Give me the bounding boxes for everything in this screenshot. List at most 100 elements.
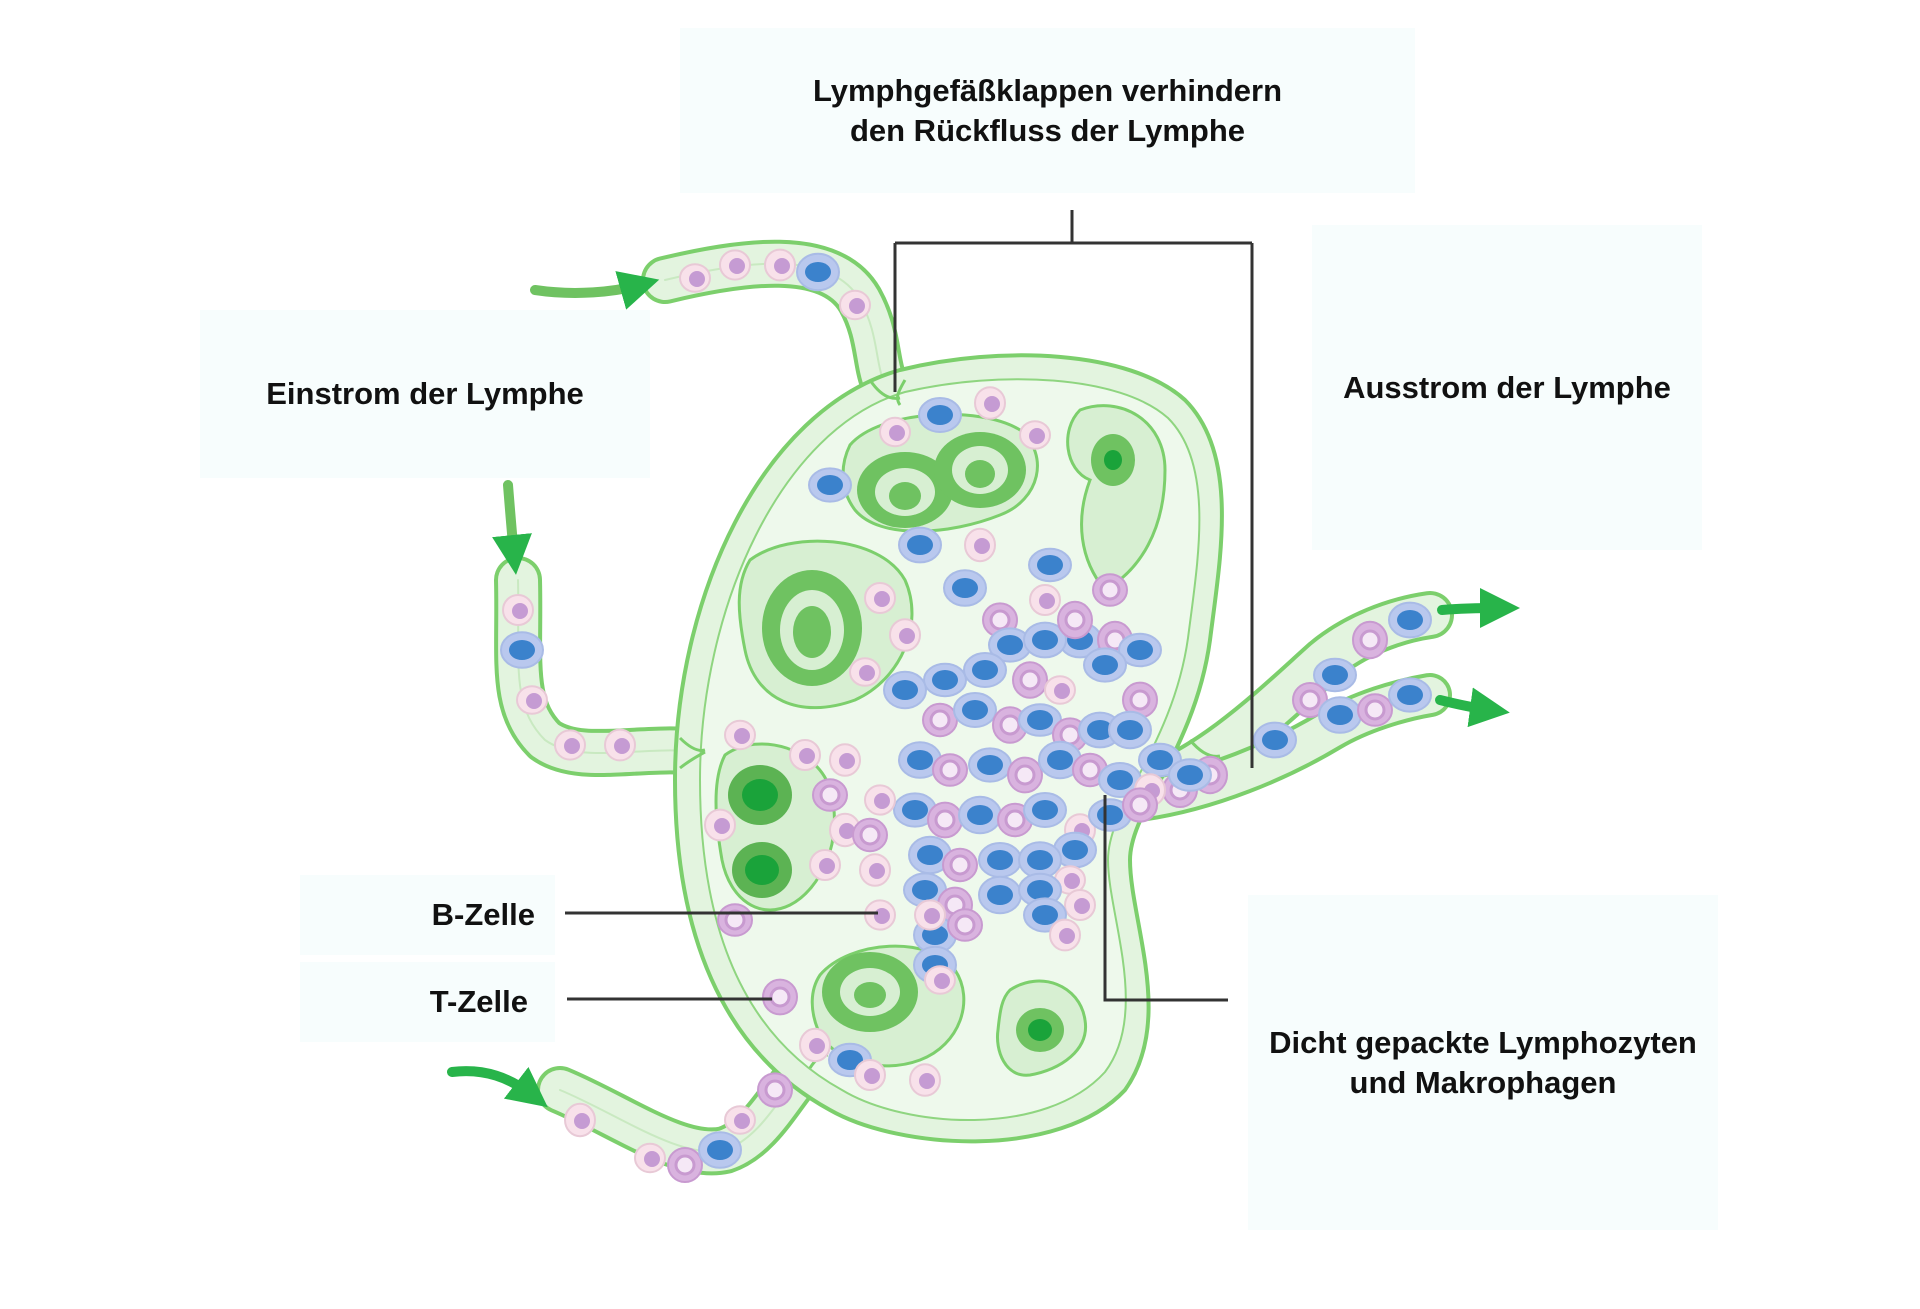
t-cell [1083, 647, 1127, 683]
b-cell [789, 739, 821, 771]
t-cell [1038, 740, 1082, 780]
t-cell [883, 670, 927, 710]
t-cell [968, 747, 1012, 783]
valves-label-panel: Lymphgefäßklappen verhindern den Rückflu… [680, 28, 1415, 193]
t-cell [1023, 792, 1067, 828]
b-cell [554, 729, 586, 761]
t-cell [943, 569, 987, 607]
flow-arrows [447, 271, 1520, 1108]
valve-left [678, 736, 706, 770]
t-cell-label: T-Zelle [429, 984, 528, 1019]
b-cell [864, 582, 896, 614]
b-cell [1044, 675, 1076, 705]
t-cell [1028, 547, 1072, 583]
macrophage [717, 903, 753, 937]
t-cell [1108, 710, 1152, 750]
valve-top [868, 379, 907, 406]
inflow-arrow-bottom [447, 1066, 548, 1108]
macrophage [932, 753, 968, 787]
b-cell [679, 263, 711, 293]
t-cell [1053, 831, 1097, 869]
t-cell [953, 692, 997, 728]
macrophage [1352, 620, 1388, 660]
t-cell [808, 467, 852, 503]
b-cell [839, 289, 871, 321]
inflow-arrow-left [492, 480, 532, 575]
t-cell [978, 875, 1022, 915]
outflow-arrow-upper [1437, 588, 1520, 629]
b-cell [724, 1105, 756, 1135]
macrophage [762, 978, 798, 1016]
b-cell-label-panel: B-Zelle [300, 875, 555, 955]
b-cell [849, 657, 881, 687]
t-cell [1023, 621, 1067, 659]
b-cell [859, 853, 891, 887]
valves-label-line2: den Rückfluss der Lymphe [849, 112, 1246, 148]
t-cell [1098, 762, 1142, 798]
macrophage [1357, 693, 1393, 727]
lymph-node-body [672, 353, 1224, 1144]
macrophage [852, 817, 888, 853]
b-cell [1019, 420, 1051, 450]
t-cell [918, 397, 962, 433]
t-cell [1018, 841, 1062, 879]
inflow-label-panel: Einstrom der Lymphe [200, 310, 650, 478]
t-cell [893, 792, 937, 828]
packed-leader [1103, 795, 1228, 1002]
outflow-arrow-lower [1435, 687, 1510, 728]
t-cell [698, 1131, 742, 1169]
macrophage [1292, 682, 1328, 718]
t-cell [898, 741, 942, 779]
b-cell [889, 618, 921, 652]
t-cell [923, 662, 967, 698]
b-cell [604, 728, 636, 762]
outflow-label-panel: Ausstrom der Lymphe [1312, 225, 1702, 550]
b-cell [864, 784, 896, 816]
valves-label-line1: Lymphgefäßklappen verhindern [812, 72, 1283, 108]
packed-label-line1: Dicht gepackte Lymphozyten [1269, 1024, 1697, 1060]
b-cell [964, 527, 996, 563]
t-cell [1253, 721, 1297, 759]
b-cell [764, 248, 796, 282]
b-cell [854, 1059, 886, 1091]
t-cell [1138, 742, 1182, 778]
macrophage [1057, 600, 1093, 640]
b-cell [909, 1063, 941, 1097]
b-cell [1064, 889, 1096, 921]
cell-cluster [500, 248, 1432, 1183]
macrophage [1122, 681, 1158, 719]
t-cell [988, 627, 1032, 663]
b-cell [564, 1102, 596, 1138]
t-cell [1318, 696, 1362, 734]
macrophage [1012, 661, 1048, 699]
macrophage [1122, 787, 1158, 823]
t-cell [500, 631, 544, 669]
macrophage [812, 778, 848, 812]
t-cell [898, 526, 942, 564]
t-cell [1168, 758, 1212, 792]
b-cell [864, 899, 896, 931]
b-cell [502, 594, 534, 626]
b-cell [974, 386, 1006, 420]
inflow-arrow-top [530, 271, 660, 310]
t-cell [978, 842, 1022, 878]
t-cell [1018, 703, 1062, 737]
macrophage [1007, 756, 1043, 794]
t-cell [796, 252, 840, 292]
b-cell [516, 685, 548, 715]
inflow-label: Einstrom der Lymphe [266, 376, 584, 411]
macrophage [947, 908, 983, 942]
packed-label-panel: Dicht gepackte Lymphozyten und Makrophag… [1248, 895, 1718, 1230]
b-cell [1029, 584, 1061, 616]
t-cell [958, 795, 1002, 835]
b-cell [1049, 918, 1081, 952]
b-cell [879, 416, 911, 448]
b-cell [924, 965, 956, 995]
macrophage [757, 1072, 793, 1108]
macrophage [927, 801, 963, 839]
b-cell [809, 849, 841, 881]
b-cell [724, 719, 756, 751]
leader-lines [565, 210, 1254, 1002]
